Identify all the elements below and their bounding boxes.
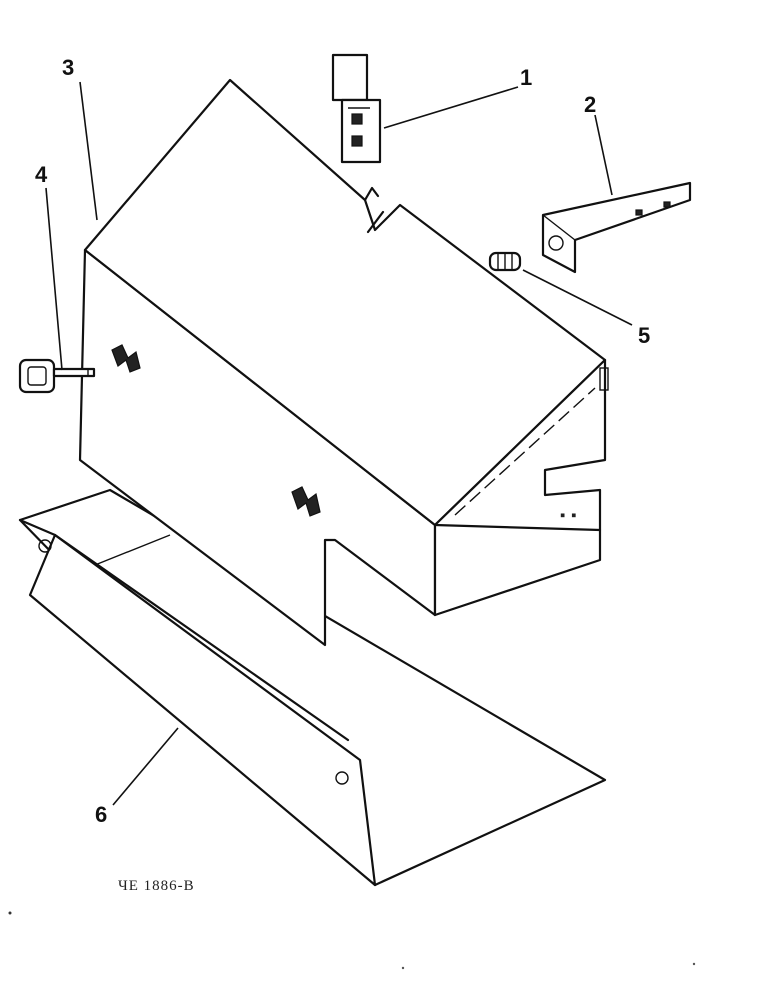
- part-3-main-cover: ▪ ▪: [78, 78, 609, 647]
- callout-5: 5: [638, 323, 650, 348]
- part-6-bottom-tray: [18, 488, 607, 887]
- leader-5: [522, 269, 633, 326]
- callout-4: 4: [35, 162, 48, 187]
- leader-3: [79, 81, 98, 221]
- callout-1: 1: [520, 65, 532, 90]
- part-2-hinge-bracket: [541, 181, 692, 274]
- callout-2: 2: [584, 92, 596, 117]
- part-4-key: [18, 358, 96, 394]
- leader-1: [383, 86, 519, 129]
- leader-4: [45, 187, 63, 371]
- ih-logo-side: [111, 344, 141, 373]
- callout-3: 3: [62, 55, 74, 80]
- leader-6: [112, 727, 179, 806]
- end-face-marking: ▪ ▪: [560, 508, 577, 524]
- part-5-spring: [488, 251, 522, 272]
- drawing-code: ЧE 1886-B: [118, 878, 195, 894]
- leader-2: [594, 114, 613, 196]
- callout-6: 6: [95, 802, 107, 827]
- part-1-latch-clip: [331, 53, 382, 164]
- ih-logo-front: [291, 486, 321, 517]
